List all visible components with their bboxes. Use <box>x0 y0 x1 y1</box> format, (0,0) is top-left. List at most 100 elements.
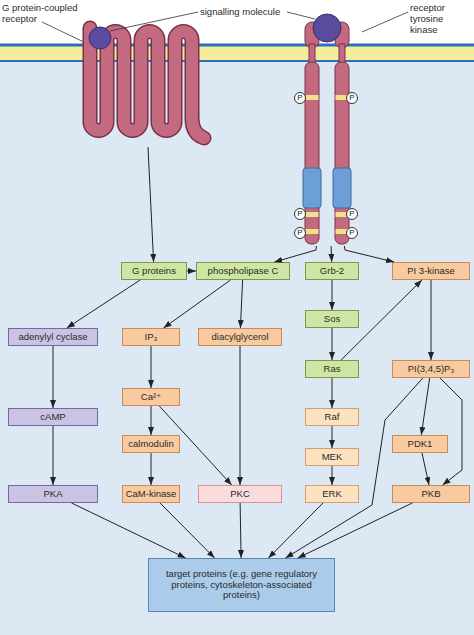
transmembrane-segment <box>309 44 315 64</box>
arrow-connector <box>440 378 462 485</box>
arrow-connector <box>421 378 429 435</box>
phosphate-circle: P <box>346 227 358 239</box>
phosphate-circle: P <box>346 92 358 104</box>
box-label: Sos <box>324 314 340 325</box>
process-box: PKA <box>8 485 98 503</box>
box-label: target proteins (e.g. gene regulatory pr… <box>157 569 326 602</box>
process-box: PI(3,4,5)P₃ <box>392 360 470 378</box>
arrow-connector <box>274 246 316 262</box>
process-box: adenylyl cyclase <box>8 328 98 346</box>
arrow-connector <box>240 346 241 485</box>
leader-line <box>287 12 315 19</box>
arrow-connector <box>298 503 413 558</box>
process-box: PKC <box>198 485 282 503</box>
box-label: Grb-2 <box>320 266 344 277</box>
gpcr-receptor: G protein-coupled receptor <box>80 22 210 147</box>
process-box: calmodulin <box>122 435 180 453</box>
target-box: target proteins (e.g. gene regulatory pr… <box>148 558 335 612</box>
process-box: phospholipase C <box>196 262 290 280</box>
box-label: PI(3,4,5)P₃ <box>408 364 455 375</box>
kinase-domain <box>333 168 351 208</box>
gpcr-shape <box>80 22 210 147</box>
extracellular-space <box>0 0 474 44</box>
box-label: PI 3-kinase <box>407 266 455 277</box>
arrow-connector <box>160 503 215 558</box>
phosphate-label: P <box>297 94 302 102</box>
box-label: cAMP <box>40 412 65 423</box>
phosphate-label: P <box>297 229 302 237</box>
receptor-label: receptor tyrosine kinase <box>410 3 466 36</box>
box-label: PKB <box>421 489 440 500</box>
helix-body <box>90 28 204 138</box>
arrow-connector <box>187 271 196 272</box>
process-box: G proteins <box>121 262 187 280</box>
kinase-domain <box>303 168 321 208</box>
process-box: PI 3-kinase <box>392 262 470 280</box>
annotation-label: signalling molecule <box>200 6 280 17</box>
arrow-connector <box>268 503 323 558</box>
process-box: Ca²⁺ <box>122 388 180 406</box>
arrow-connector <box>72 503 186 558</box>
membrane-line <box>0 60 474 62</box>
phosphate-label: P <box>349 229 354 237</box>
arrow-connector <box>431 280 432 360</box>
box-label: PDK1 <box>408 439 433 450</box>
arrow-connector <box>67 280 140 328</box>
arrow-connector <box>331 246 333 262</box>
process-box: PDK1 <box>392 435 448 453</box>
helix-outline <box>90 28 204 138</box>
arrow-connector <box>159 406 231 485</box>
process-box: Sos <box>305 310 359 328</box>
process-box: CaM-kinase <box>122 485 180 503</box>
arrow-connector <box>332 466 333 485</box>
process-box: ERK <box>305 485 359 503</box>
arrow-connector <box>332 280 333 310</box>
box-label: Raf <box>325 412 340 423</box>
process-box: Raf <box>305 408 359 426</box>
box-label: diacylglycerol <box>211 332 268 343</box>
box-label: adenylyl cyclase <box>18 332 87 343</box>
phosphate-circle: P <box>294 208 306 220</box>
box-label: PKC <box>230 489 250 500</box>
arrow-connector <box>240 280 242 328</box>
phosphate-circle: P <box>346 208 358 220</box>
process-box: MEK <box>305 448 359 466</box>
arrow-connector <box>422 453 429 485</box>
band <box>306 212 319 217</box>
arrow-connector <box>151 406 152 435</box>
tyrosine-kinase-receptor: receptor tyrosine kinasePPPPPP <box>292 18 362 246</box>
phosphate-label: P <box>349 94 354 102</box>
process-box: PKB <box>392 485 470 503</box>
box-label: G proteins <box>132 266 176 277</box>
process-box: IP₃ <box>122 328 180 346</box>
cytoplasm <box>0 62 474 635</box>
receptor-label: G protein-coupled receptor <box>2 3 90 25</box>
leader-line <box>42 22 88 44</box>
arrow-connector <box>151 346 152 388</box>
process-box: Grb-2 <box>305 262 359 280</box>
arrow-connector <box>344 246 394 262</box>
arrow-connector <box>332 426 333 448</box>
phosphate-label: P <box>349 210 354 218</box>
phosphate-circle: P <box>294 92 306 104</box>
process-box: cAMP <box>8 408 98 426</box>
box-label: Ras <box>324 364 341 375</box>
arrow-connector <box>53 426 54 485</box>
phosphate-label: P <box>297 210 302 218</box>
band <box>306 229 319 234</box>
box-label: CaM-kinase <box>126 489 177 500</box>
ligand-circle <box>313 14 341 42</box>
membrane-line <box>0 44 474 47</box>
box-label: PKA <box>43 489 62 500</box>
box-label: phospholipase C <box>208 266 279 277</box>
cytoplasmic-domain <box>305 62 319 244</box>
arrow-connector <box>332 378 333 408</box>
phosphate-circle: P <box>294 227 306 239</box>
leader-line <box>362 12 408 32</box>
arrow-connector <box>53 346 54 408</box>
arrow-connector <box>148 147 154 262</box>
